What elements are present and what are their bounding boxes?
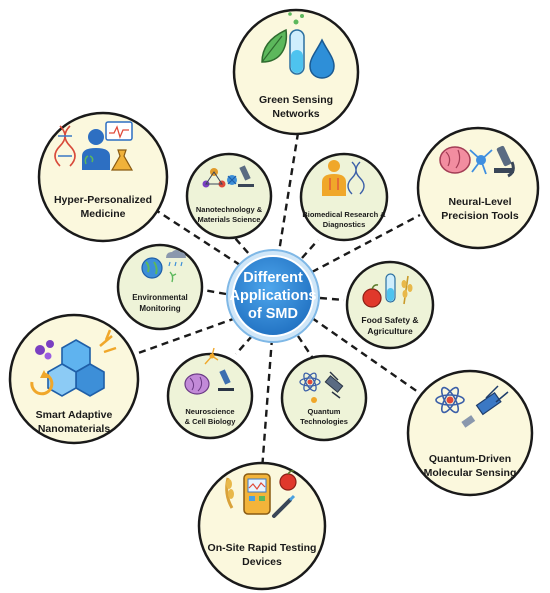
node-on-site-rapid-testing-devices: On-Site Rapid Testing Devices <box>197 461 327 591</box>
center-title-line-1: Different <box>243 270 303 286</box>
connector-environmental <box>197 287 227 296</box>
node-label: Diagnostics <box>323 220 366 229</box>
node-label: Networks <box>272 108 319 120</box>
connector-green-sensing <box>276 132 300 259</box>
node-label: Hyper-Personalized <box>54 194 152 206</box>
node-label: Medicine <box>81 208 126 220</box>
node-neuroscience-cell-biology: Neuroscience & Cell Biology <box>166 347 254 440</box>
center-title-line-2: Applications <box>229 288 316 304</box>
apple-testtube-wheat-icon <box>362 273 413 308</box>
node-label: Green Sensing <box>259 94 333 106</box>
node-label: Neuroscience <box>185 407 234 416</box>
node-label: Smart Adaptive <box>36 409 113 421</box>
node-label: & Cell Biology <box>185 417 237 426</box>
node-label: Monitoring <box>139 304 180 313</box>
connector-quantum-driven <box>311 317 419 393</box>
atom-satellite-icon <box>435 385 509 428</box>
brain-microscope-icon <box>184 347 234 395</box>
node-label: Neural-Level <box>448 196 511 208</box>
connector-on-site <box>260 337 274 471</box>
node-smart-adaptive-nanomaterials: Smart Adaptive Nanomaterials <box>8 313 140 445</box>
connector-food-safety <box>319 296 345 302</box>
node-label: Food Safety & <box>361 315 418 325</box>
node-label: Technologies <box>300 417 348 426</box>
node-label: Molecular Sensing <box>424 467 517 479</box>
node-label: Environmental <box>132 293 188 302</box>
connector-biomedical <box>301 239 319 259</box>
handheld-device-icon <box>225 470 297 518</box>
brain-neuron-microscope-icon <box>439 145 515 178</box>
node-label: Quantum-Driven <box>429 453 511 465</box>
node-label: Agriculture <box>367 326 413 336</box>
globe-cloud-icon <box>141 250 186 283</box>
node-label: Nanomaterials <box>38 423 111 435</box>
person-dna-chart-icon <box>54 121 134 171</box>
leaf-testtube-drop-icon <box>261 12 335 79</box>
connectors <box>129 132 421 471</box>
connector-quantum-tech <box>297 335 315 361</box>
node-label: Precision Tools <box>441 210 519 222</box>
molecular-lattice-icon <box>30 329 117 397</box>
node-label: Devices <box>242 556 282 568</box>
node-hyper-personalized-medicine: Hyper-Personalized Medicine <box>37 111 169 243</box>
connector-hyper-personalized <box>147 203 241 267</box>
node-label: Quantum <box>308 407 341 416</box>
node-quantum-technologies: Quantum Technologies <box>280 354 368 442</box>
node-label: Nanotechnology & <box>196 205 263 214</box>
node-green-sensing-networks: Green Sensing Networks <box>232 8 360 136</box>
node-food-safety-agriculture: Food Safety & Agriculture <box>345 260 435 350</box>
center-title-line-3: of SMD <box>248 306 298 322</box>
connector-neural-level <box>311 213 421 274</box>
node-label: Biomedical Research & <box>302 210 386 219</box>
connector-neuroscience <box>235 335 253 355</box>
center-node: Different Applications of SMD <box>226 249 320 343</box>
atom-satellite-icon <box>299 371 344 403</box>
node-label: Materials Science <box>198 215 261 224</box>
molecule-microscope-icon <box>202 165 254 188</box>
node-quantum-driven-molecular-sensing: Quantum-Driven Molecular Sensing <box>406 369 534 497</box>
node-label: On-Site Rapid Testing <box>208 542 317 554</box>
node-environmental-monitoring: Environmental Monitoring <box>116 243 204 331</box>
connector-smart-adaptive <box>129 316 237 358</box>
node-nanotechnology-materials-science: Nanotechnology & Materials Science <box>185 152 273 240</box>
node-biomedical-research-diagnostics: Biomedical Research & Diagnostics <box>299 152 389 242</box>
body-dna-icon <box>322 160 365 196</box>
node-neural-level-precision-tools: Neural-Level Precision Tools <box>416 126 540 250</box>
